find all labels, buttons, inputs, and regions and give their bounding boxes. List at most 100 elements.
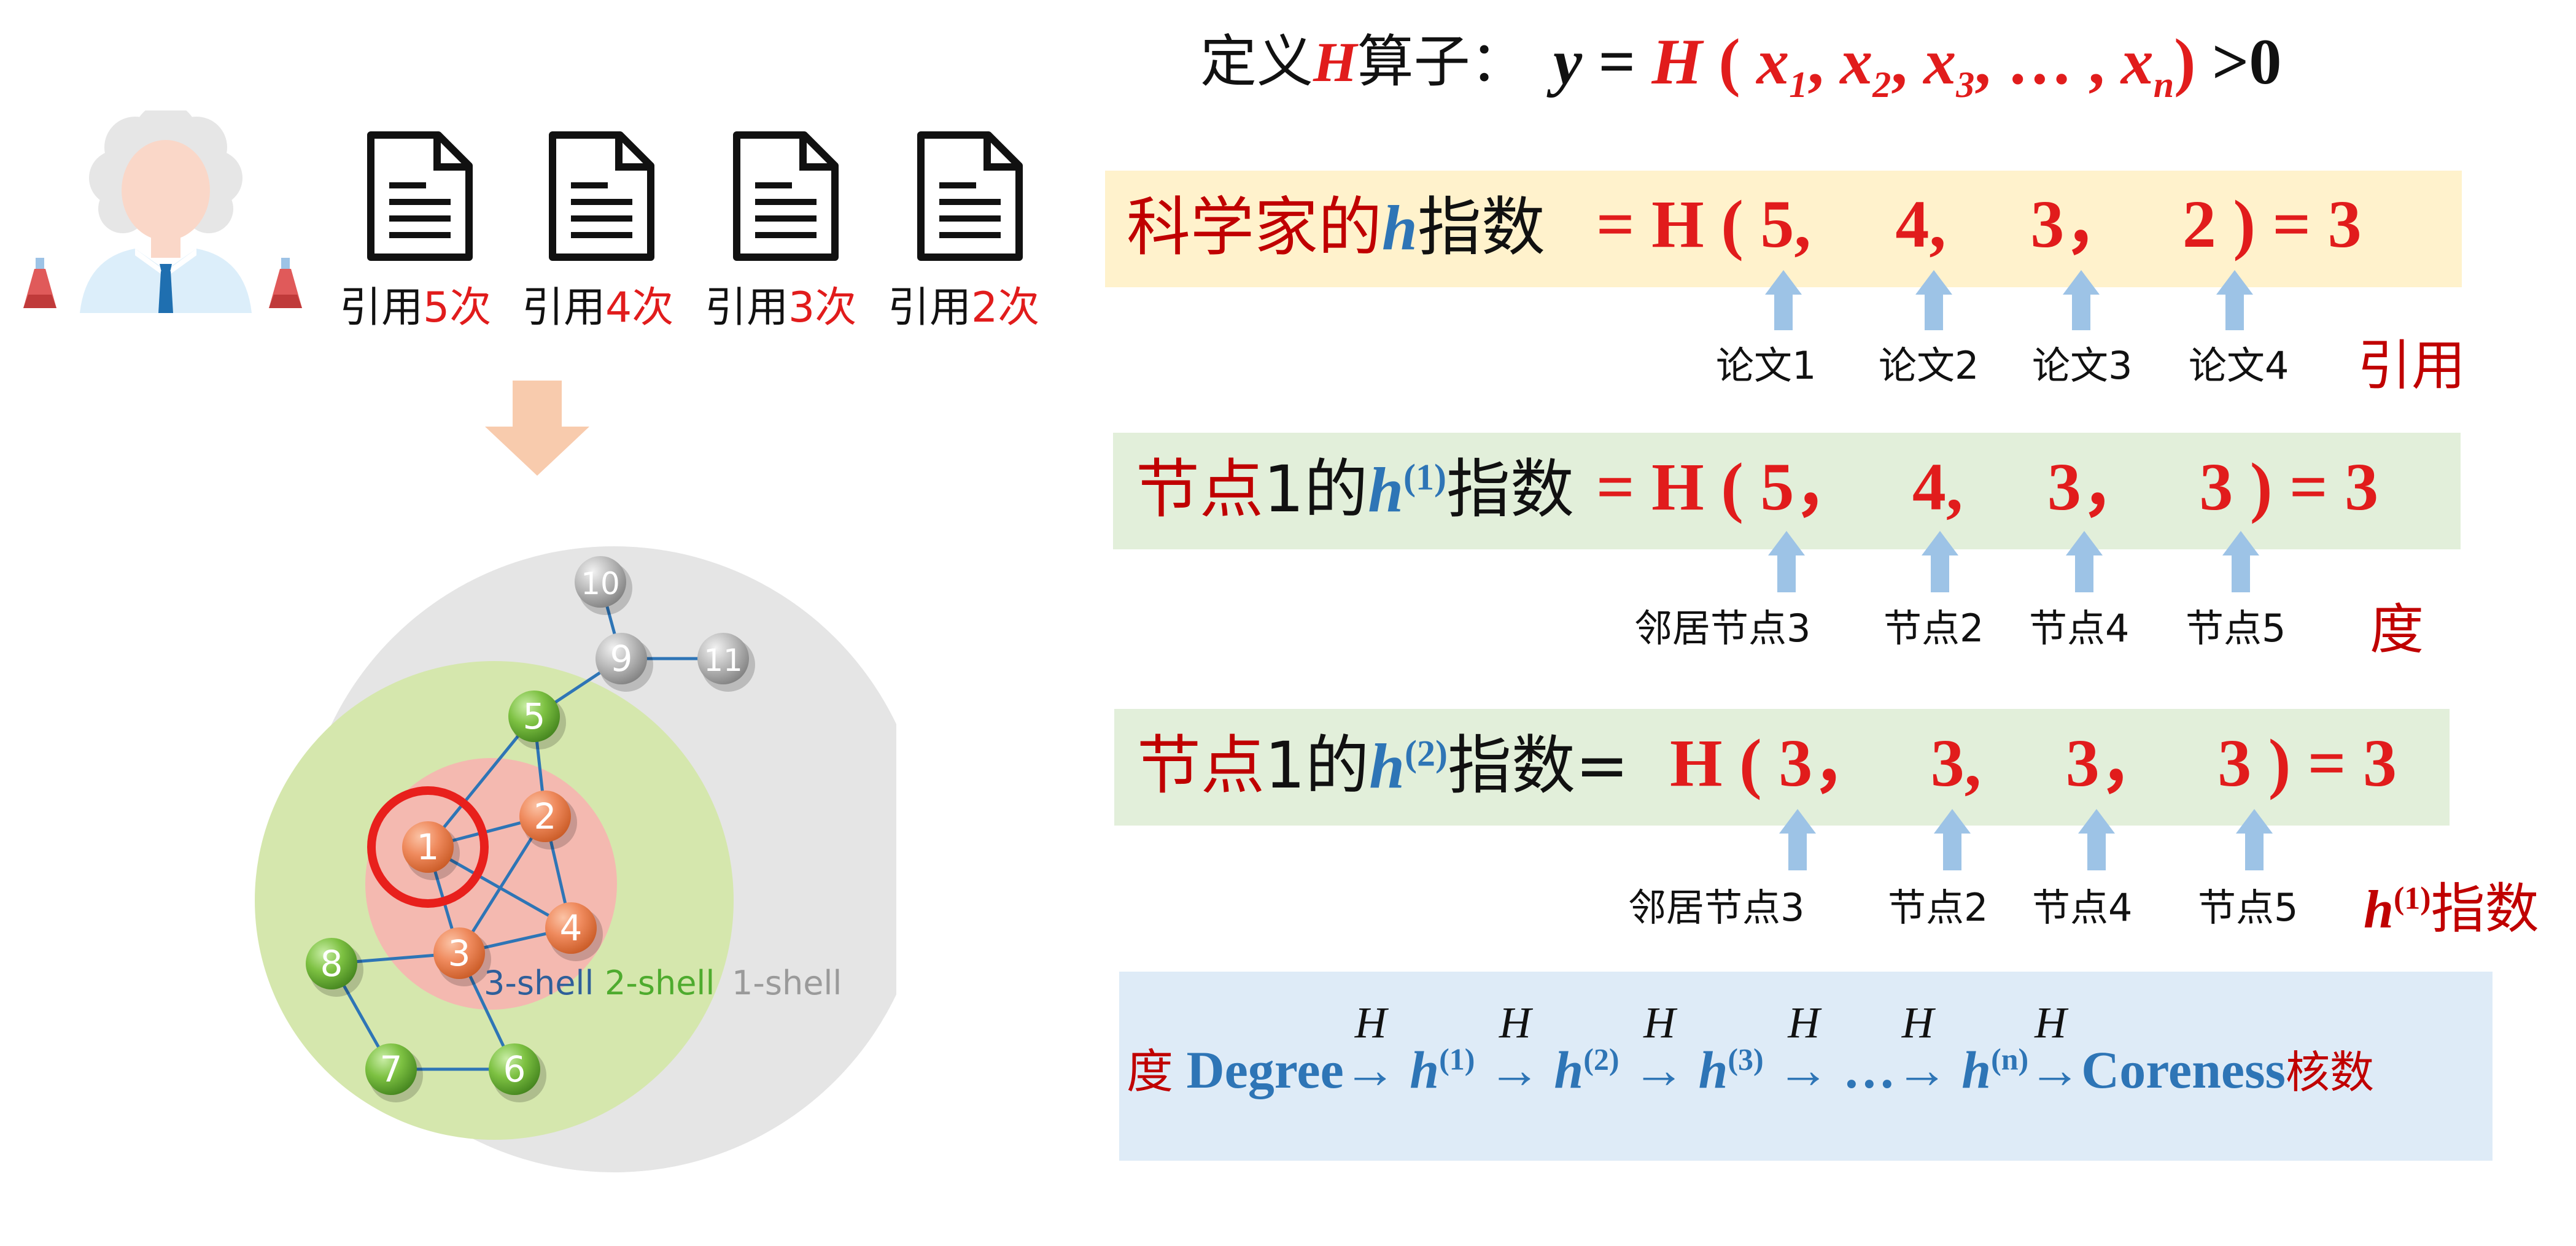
row1-label-h: h — [1382, 193, 1418, 263]
row3-side-sup: (1) — [2393, 881, 2431, 916]
row2-caption-3: 节点4 — [2029, 606, 2130, 651]
formula-gt-zero: >0 — [2211, 26, 2282, 98]
row3-caption-2: 节点2 — [1888, 885, 1988, 930]
chain-arrow-3-H: H — [1643, 998, 1676, 1047]
formula-xn-sub: n — [2153, 64, 2174, 106]
row2-label: 节点1的h(1)指数 — [1136, 457, 1574, 522]
row2-caption-4: 节点5 — [2186, 606, 2286, 651]
node-1-highlight-ring — [367, 786, 489, 908]
row1-band — [1105, 171, 2462, 287]
formula-comma-4: , — [2088, 26, 2105, 98]
chain-h2-sup: (2) — [1583, 1042, 1620, 1077]
scientist-icon — [23, 110, 302, 313]
chain-arrow-6-H: H — [2035, 998, 2067, 1047]
node-label: 11 — [704, 643, 743, 678]
row3-band — [1114, 709, 2450, 826]
row1-caption-1: 论文1 — [1716, 343, 1817, 388]
chain-h1-sup: (1) — [1439, 1042, 1475, 1077]
formula-comma-2: , — [1891, 26, 1907, 98]
chain-arrow-4-H: H — [1788, 998, 1820, 1047]
edge-2-3 — [457, 815, 547, 954]
node-10: 10 — [575, 556, 632, 615]
formula-H: H — [1651, 26, 1702, 98]
flask-right-icon — [269, 258, 302, 308]
chain-arrow-6: →H — [2028, 998, 2082, 1099]
row2-label-de: 的 — [1304, 452, 1368, 527]
document-icon — [733, 131, 839, 261]
shell-3-label: 3-shell — [484, 964, 594, 1002]
chain-dots: … — [1842, 1040, 1896, 1099]
chain-arrow-1-H: H — [1354, 998, 1387, 1047]
formula-x3-sub: 3 — [1956, 64, 1975, 106]
node-1: 1 — [402, 821, 460, 880]
chain-arrow-5: →H — [1895, 998, 1949, 1099]
document-icon — [549, 131, 654, 261]
chain-arrow-3: →H — [1632, 998, 1686, 1099]
row1-label-suffix: 指数 — [1417, 190, 1545, 265]
row2-label-num: 1 — [1263, 452, 1305, 527]
row2-label-h: h — [1368, 455, 1404, 525]
node-9: 9 — [596, 633, 653, 692]
paper-2-citations: 引用4次 — [522, 284, 674, 332]
h-operator-definition: 定义H算子： — [1200, 31, 1527, 93]
row3-label-num: 1 — [1265, 728, 1306, 803]
node-label: 8 — [320, 943, 343, 985]
node-6: 6 — [489, 1043, 546, 1102]
chain-h1: h — [1410, 1040, 1440, 1099]
node-label: 1 — [417, 826, 440, 868]
formula-close: ) — [2174, 26, 2196, 98]
formula-open: ( — [1718, 26, 1740, 98]
row2-caption-1: 邻居节点3 — [1634, 606, 1811, 651]
shell-2-label: 2-shell — [605, 964, 715, 1002]
chain-arrow-1: →H — [1343, 998, 1397, 1099]
chain-band — [1119, 972, 2493, 1161]
formula-comma-1: , — [1807, 26, 1824, 98]
def-suffix: 算子： — [1357, 29, 1527, 95]
row2-label-sup: (1) — [1403, 457, 1447, 498]
paper-1-citations: 引用5次 — [339, 284, 492, 332]
row3-label-h: h — [1369, 731, 1405, 802]
def-h: H — [1313, 31, 1357, 93]
down-arrow-icon — [485, 381, 589, 476]
chain-coreness-cn: 核数 — [2286, 1047, 2375, 1098]
row2-side-label: 度 — [2370, 598, 2424, 661]
flask-left-icon — [23, 258, 56, 308]
node-label: 3 — [448, 932, 471, 974]
degree-to-coreness-chain: 度 Degree→H h(1) →H h(2) →H h(3) →H …→H h… — [1127, 998, 2375, 1099]
node-label: 6 — [503, 1048, 526, 1090]
row1-caption-3: 论文3 — [2032, 343, 2133, 388]
formula-y: y — [1553, 26, 1583, 98]
row1-label: 科学家的h指数 — [1127, 195, 1545, 260]
chain-coreness: Coreness — [2081, 1040, 2286, 1099]
formula-comma-3: , — [1974, 26, 1991, 98]
row3-caption-3: 节点4 — [2032, 885, 2133, 930]
node-8: 8 — [306, 938, 363, 997]
row3-side-text: 指数 — [2431, 877, 2539, 940]
chain-arrow-4: →H — [1777, 998, 1830, 1099]
paper-4-citations: 引用2次 — [888, 284, 1040, 332]
h-operator-formula: y = H ( x1, x2, x3, … , xn) >0 — [1553, 26, 2282, 106]
row1-label-text: 科学家的 — [1127, 190, 1383, 265]
row3-side-h: h — [2364, 880, 2394, 940]
row2-band — [1113, 433, 2461, 549]
row3-caption-4: 节点5 — [2198, 885, 2299, 930]
chain-degree-cn: 度 — [1127, 1044, 1173, 1099]
def-prefix: 定义 — [1200, 29, 1314, 95]
formula-eq: = — [1598, 26, 1635, 98]
node-5: 5 — [508, 691, 566, 749]
row1-caption-2: 论文2 — [1879, 343, 1979, 388]
node-label: 10 — [581, 566, 620, 602]
formula-xn: x — [2120, 26, 2154, 98]
row3-label: 节点1的h(2)指数= — [1137, 733, 1629, 799]
formula-x1-sub: 1 — [1789, 64, 1808, 106]
node-2: 2 — [519, 791, 577, 849]
chain-arrow-2-H: H — [1499, 998, 1531, 1047]
paper-3-citations: 引用3次 — [705, 284, 857, 332]
node-label: 2 — [534, 795, 557, 837]
node-7: 7 — [365, 1043, 423, 1102]
formula-x2: x — [1840, 26, 1873, 98]
node-label: 5 — [523, 695, 546, 737]
node-label: 9 — [610, 638, 633, 679]
